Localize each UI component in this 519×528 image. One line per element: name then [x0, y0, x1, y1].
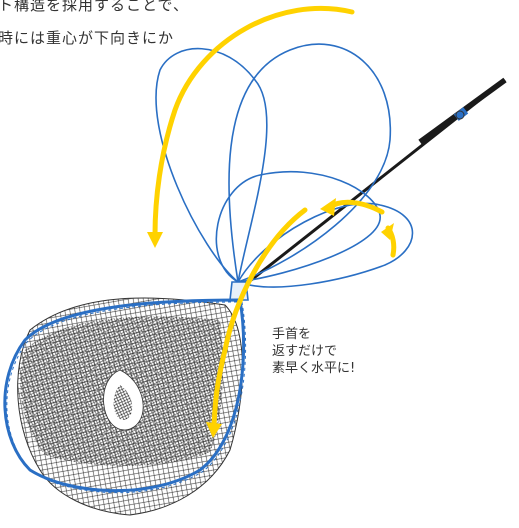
wrist-annotation: 手首を 返すだけで 素早く水平に!: [272, 326, 355, 377]
arrowhead-large-swing: [147, 232, 163, 248]
caption-line-2: 時には重心が下向きにか: [0, 29, 175, 47]
caption-line-1: ト構造を採用することで、: [0, 0, 189, 14]
arrowhead-wrist-turn: [206, 422, 222, 438]
arrow-heads: [147, 198, 394, 438]
annotation-line-3: 素早く水平に!: [272, 361, 356, 376]
arrow-wrist-turn: [211, 207, 308, 428]
net-hoop-frame: [3, 298, 247, 494]
net-bag-mesh: [17, 297, 243, 516]
annotation-line-2: 返すだけで: [272, 344, 338, 359]
caption-text: ト構造を採用することで、 時には重心が下向きにか: [0, 0, 519, 70]
net-frame-motion-outlines: [155, 43, 414, 301]
annotation-line-1: 手首を: [272, 327, 312, 342]
arrowhead-small-right: [381, 223, 394, 240]
arrow-large-swing: [152, 5, 355, 238]
arrowhead-small-top: [320, 198, 336, 216]
net-handle: [235, 77, 507, 294]
